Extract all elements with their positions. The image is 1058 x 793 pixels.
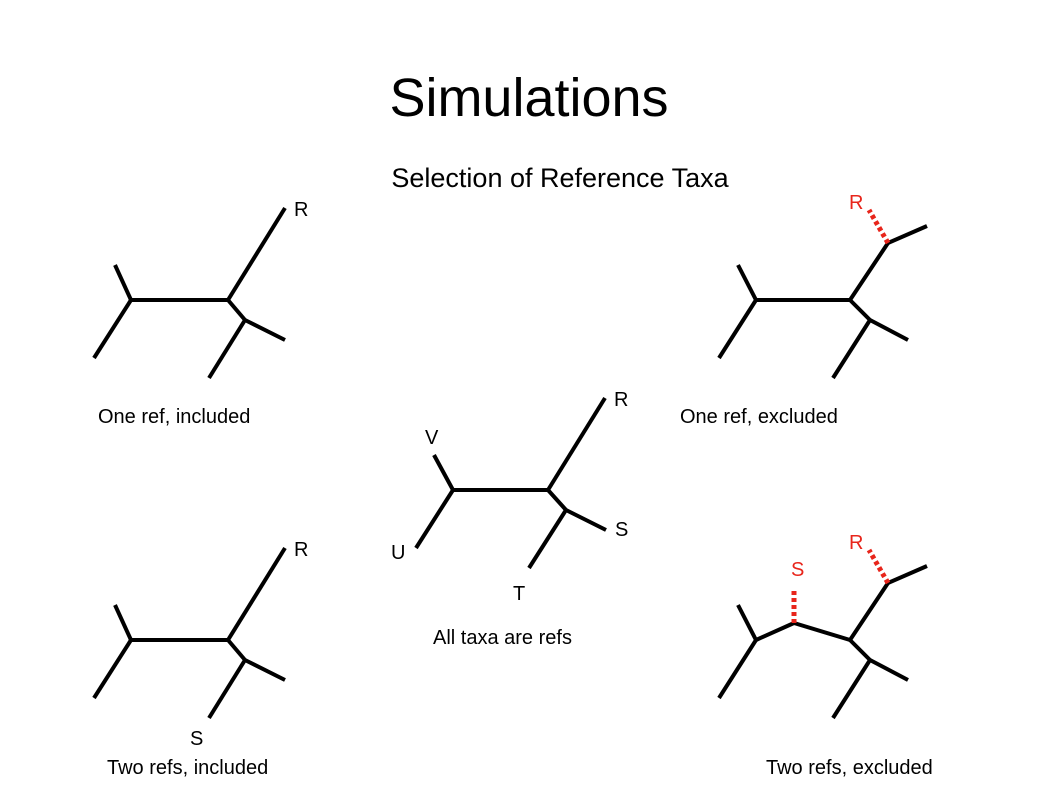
- taxon-label-s: S: [190, 728, 203, 750]
- branch-leaf-top-right: [887, 224, 928, 245]
- taxon-label-r: R: [294, 539, 308, 561]
- taxon-label-r: R: [614, 389, 628, 411]
- branch-inner-lower: [848, 298, 872, 322]
- branch-leaf-s: [565, 508, 607, 532]
- tree-all-refs: R V S U T: [391, 389, 628, 605]
- branch-leaf-right: [244, 658, 286, 682]
- caption-two-refs-excluded: Two refs, excluded: [766, 757, 933, 779]
- caption-one-ref-included: One ref, included: [98, 406, 251, 428]
- tree-two-refs-included: R S: [92, 539, 308, 750]
- branch-leaf-right: [869, 658, 909, 682]
- branch-internal-right: [793, 621, 851, 642]
- tree-two-refs-excluded: R S: [717, 532, 928, 720]
- branch-reference-r: [226, 206, 287, 302]
- branch-leaf-lower-left: [92, 298, 133, 360]
- branch-to-reference-node: [848, 241, 890, 302]
- branch-leaf-right: [244, 318, 286, 342]
- branch-leaf-upper-left: [736, 264, 758, 301]
- branch-inner-lower: [848, 638, 872, 662]
- branch-reference-s: [207, 658, 247, 720]
- caption-one-ref-excluded: One ref, excluded: [680, 406, 838, 428]
- branch-leaf-upper-left: [113, 264, 133, 301]
- taxon-label-r: R: [849, 532, 863, 554]
- tree-one-ref-included: R: [92, 199, 308, 380]
- taxon-label-v: V: [425, 427, 439, 449]
- branch-internal-left: [755, 621, 795, 642]
- taxon-label-r: R: [849, 192, 863, 214]
- branch-reference-r: [226, 546, 287, 642]
- taxon-label-u: U: [391, 542, 405, 564]
- branch-leaf-lower-left: [717, 638, 758, 700]
- branch-leaf-r: [546, 396, 607, 492]
- branch-inner-lower: [546, 488, 568, 512]
- branch-leaf-t: [527, 508, 568, 570]
- branch-inner-lower: [226, 298, 247, 322]
- branch-leaf-upper-left: [113, 604, 133, 641]
- branch-leaf-v: [432, 454, 455, 491]
- branch-leaf-lower: [831, 658, 872, 720]
- branch-inner-lower: [226, 638, 247, 662]
- slide-title: Simulations: [389, 68, 669, 128]
- branch-leaf-top-right: [887, 564, 928, 585]
- branch-leaf-lower-left: [717, 298, 758, 360]
- excluded-reference-branch-r: [866, 548, 891, 585]
- taxon-label-s: S: [615, 519, 628, 541]
- branch-leaf-u: [414, 488, 455, 550]
- branch-leaf-lower: [207, 318, 247, 380]
- branch-leaf-lower-left: [92, 638, 133, 700]
- branch-leaf-right: [869, 318, 909, 342]
- taxon-label-s: S: [791, 559, 804, 581]
- caption-two-refs-included: Two refs, included: [107, 757, 269, 779]
- branch-to-reference-node: [848, 581, 890, 642]
- taxon-label-r: R: [294, 199, 308, 221]
- branch-leaf-upper-left: [736, 604, 758, 641]
- caption-all-refs: All taxa are refs: [433, 627, 572, 649]
- branch-leaf-lower: [831, 318, 872, 380]
- excluded-reference-branch-r: [866, 208, 891, 245]
- taxon-label-t: T: [513, 583, 525, 605]
- tree-one-ref-excluded: R: [717, 192, 928, 380]
- slide-subtitle: Selection of Reference Taxa: [391, 163, 729, 193]
